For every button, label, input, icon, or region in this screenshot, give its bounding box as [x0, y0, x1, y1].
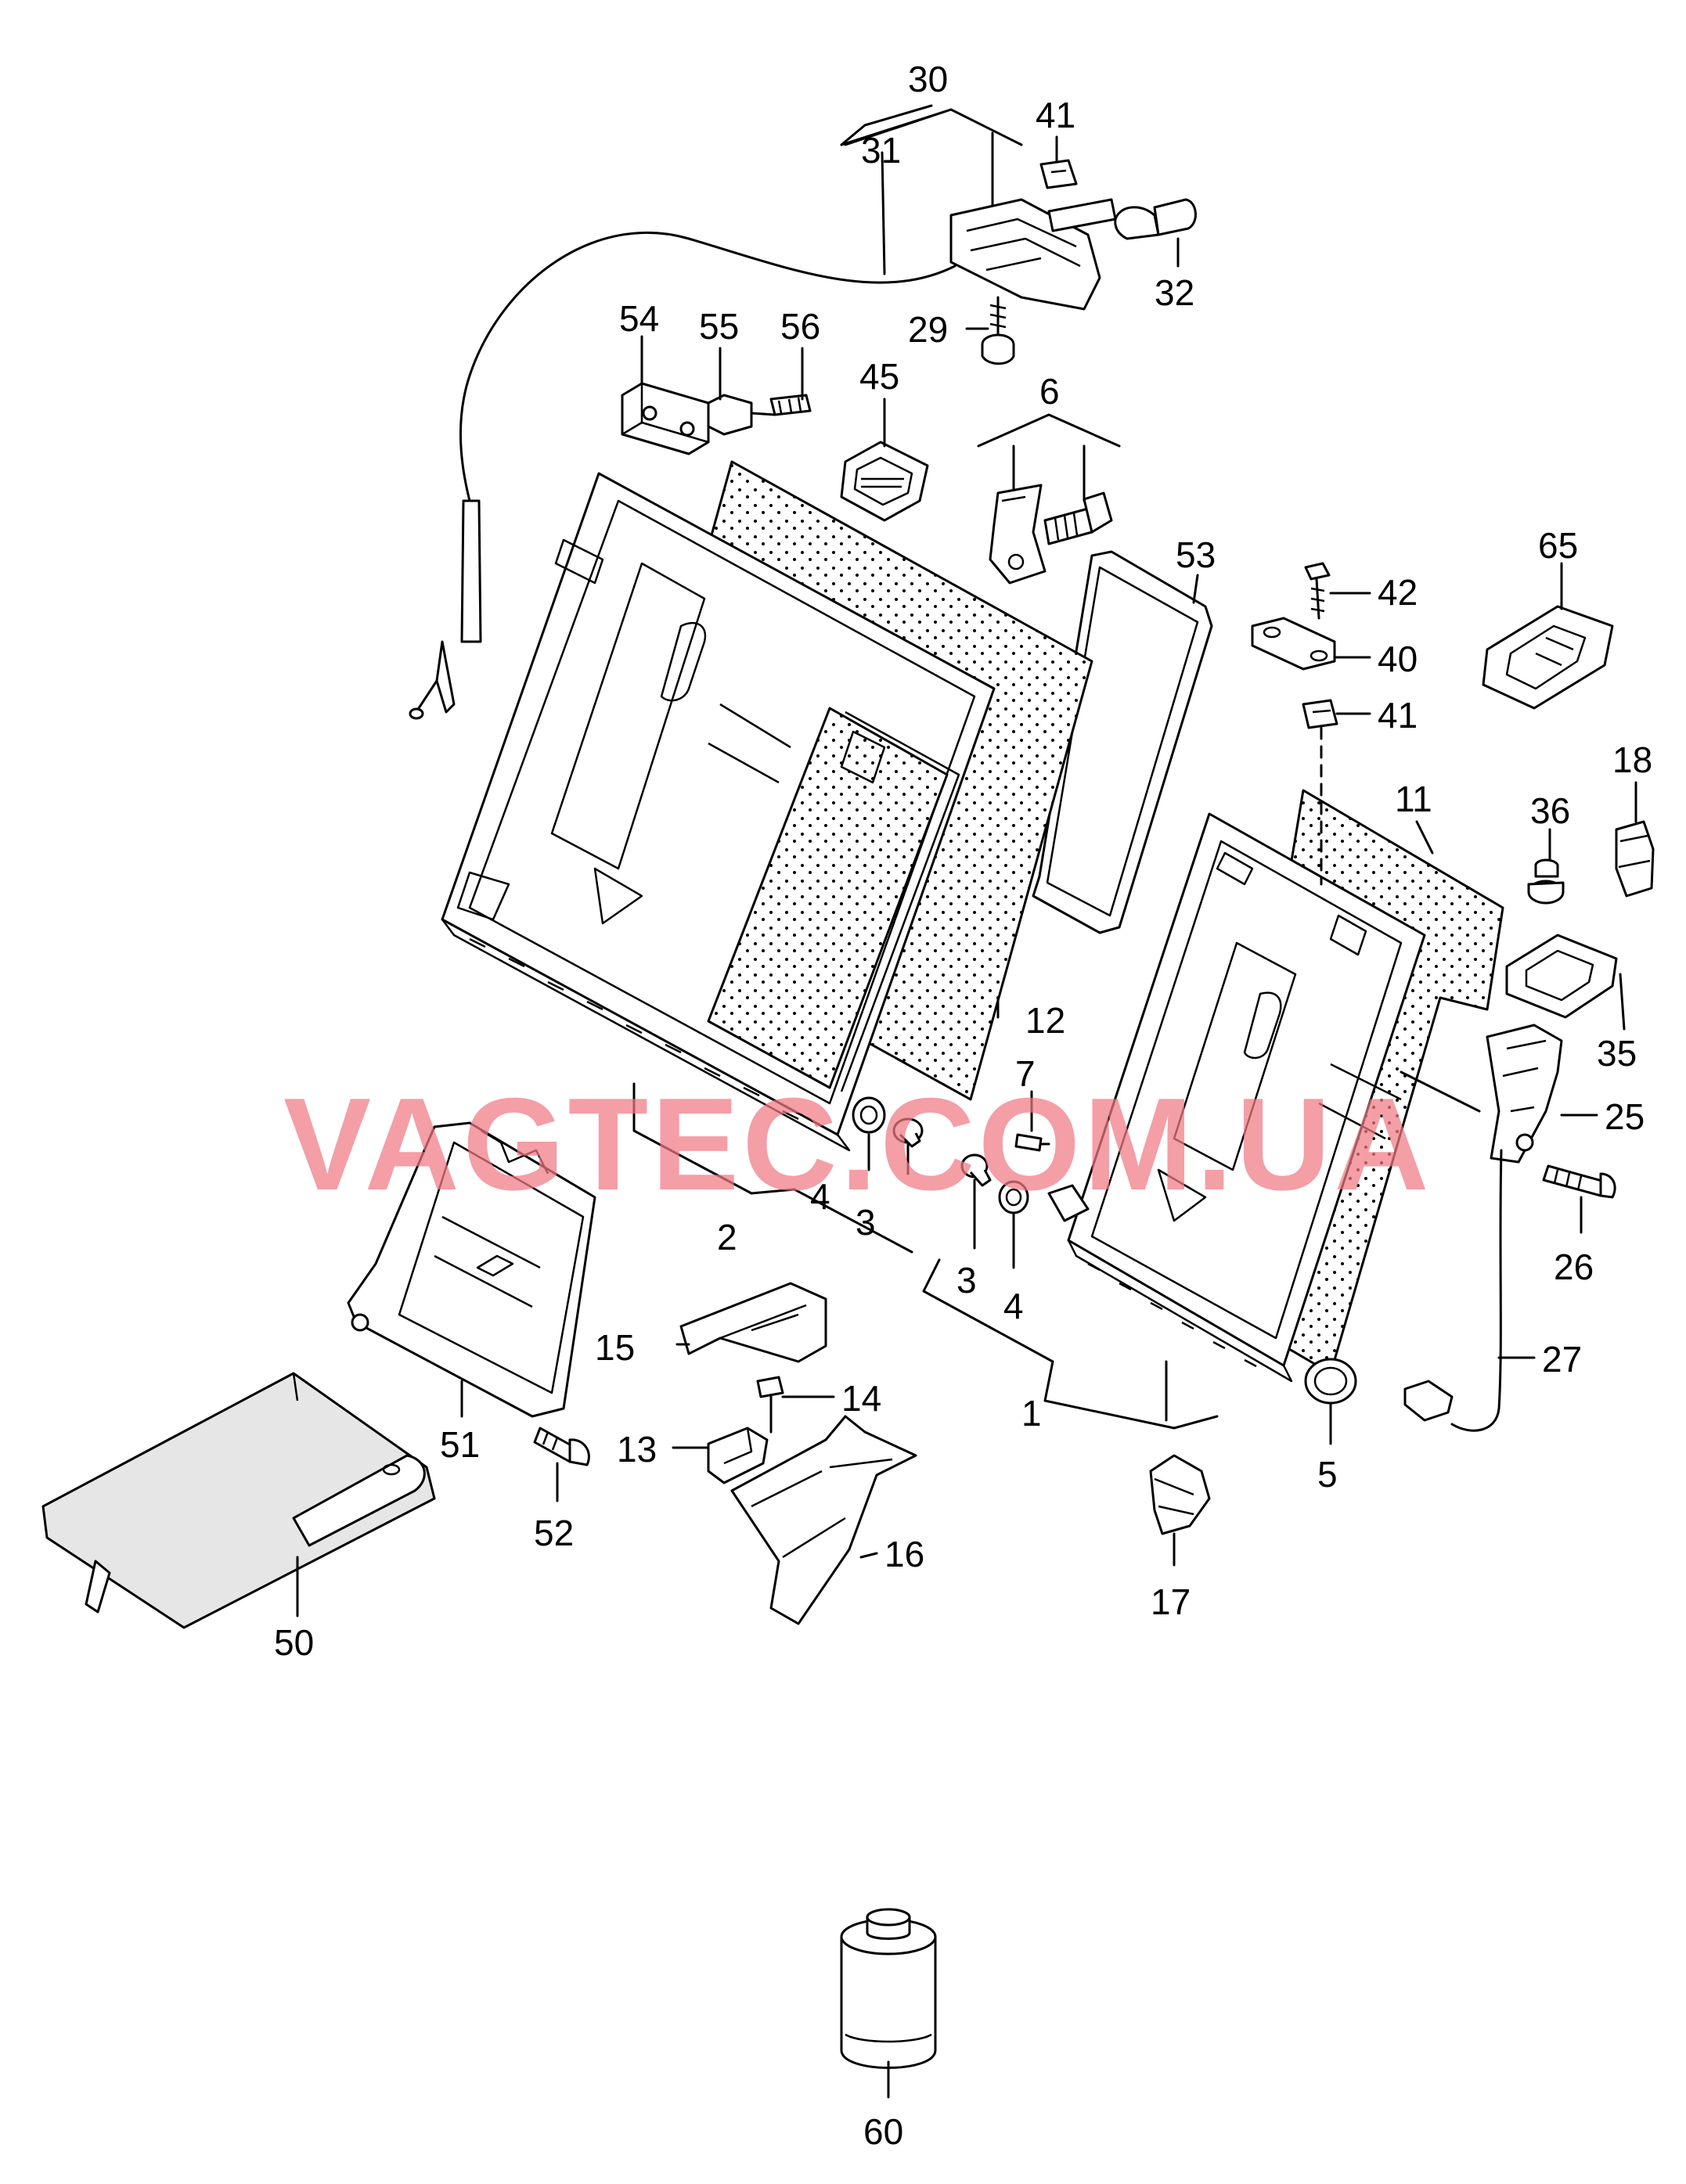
pin-36 — [1527, 858, 1565, 905]
leader-lines — [296, 104, 1637, 2099]
cap-18 — [1615, 820, 1655, 898]
bolt-55 — [707, 394, 776, 436]
trim-cover-54 — [621, 382, 710, 455]
latch-bezel-35 — [1505, 934, 1618, 1019]
callout-3-left: 3 — [856, 1202, 876, 1243]
clip-41-top — [1039, 159, 1078, 189]
callout-42: 42 — [1378, 572, 1418, 613]
cable-27 — [1403, 1149, 1503, 1432]
callout-12: 12 — [1025, 1000, 1065, 1041]
callout-45: 45 — [859, 356, 899, 397]
callout-14: 14 — [841, 1378, 881, 1419]
bracket-13 — [707, 1427, 769, 1484]
callout-4-right: 4 — [1003, 1286, 1024, 1326]
callout-1: 1 — [1021, 1393, 1042, 1434]
container-60 — [840, 1908, 937, 2069]
clip-41-right — [1302, 699, 1338, 886]
lock-25 — [1486, 1024, 1563, 1164]
callout-25: 25 — [1605, 1096, 1645, 1137]
callout-27: 27 — [1542, 1339, 1582, 1380]
screw-29 — [981, 296, 1015, 365]
bracket-6 — [989, 484, 1047, 585]
bolt-6 — [1043, 491, 1113, 545]
trim-15 — [679, 1282, 827, 1363]
pin-7 — [1014, 1133, 1050, 1152]
callout-31: 31 — [861, 130, 901, 171]
callout-29: 29 — [908, 309, 948, 350]
screw-42 — [1304, 562, 1331, 620]
callout-65: 65 — [1538, 525, 1578, 566]
cover-16 — [730, 1415, 917, 1625]
callout-5: 5 — [1317, 1454, 1338, 1495]
bushing-4-left — [852, 1096, 886, 1134]
callout-52: 52 — [534, 1513, 574, 1553]
armrest-frame-51 — [347, 1121, 596, 1418]
callout-7: 7 — [1015, 1053, 1036, 1094]
bracket-flange-right — [1047, 1184, 1090, 1222]
callout-16: 16 — [884, 1534, 924, 1574]
clamp-40 — [1251, 617, 1336, 671]
backrest-frame-right — [1067, 812, 1426, 1383]
backrest-frame-left — [441, 472, 996, 1152]
bolt-26 — [1542, 1164, 1616, 1199]
cap-45 — [840, 441, 929, 522]
callout-6: 6 — [1039, 371, 1060, 412]
clip-17 — [1149, 1454, 1211, 1535]
callout-17: 17 — [1151, 1581, 1191, 1622]
callout-2: 2 — [717, 1217, 737, 1258]
callout-4-left: 4 — [810, 1176, 830, 1217]
bolt-3-right — [960, 1153, 992, 1187]
callout-3-right: 3 — [956, 1260, 977, 1301]
release-handle-assembly — [409, 198, 1117, 720]
callout-11: 11 — [1395, 779, 1432, 819]
callout-55: 55 — [699, 306, 739, 347]
callout-36: 36 — [1530, 790, 1570, 831]
callout-18: 18 — [1612, 739, 1652, 780]
watermark-text: VAGTEC.COM.UA — [283, 1070, 1432, 1218]
screw-56 — [769, 394, 812, 416]
callout-56: 56 — [780, 306, 820, 347]
callout-53: 53 — [1176, 534, 1216, 575]
callout-51: 51 — [440, 1424, 480, 1465]
callout-54: 54 — [619, 298, 659, 339]
callout-41: 41 — [1036, 95, 1075, 135]
callout-50: 50 — [274, 1622, 314, 1663]
callout-30: 30 — [908, 59, 948, 99]
callout-15: 15 — [595, 1327, 635, 1368]
callout-60: 60 — [863, 2111, 903, 2152]
frame-seal-53 — [1032, 550, 1213, 934]
latch-cover-65 — [1482, 605, 1614, 710]
armrest-cushion-50 — [41, 1372, 436, 1629]
screw-14 — [756, 1376, 784, 1434]
callout-13: 13 — [617, 1429, 657, 1470]
callout-26: 26 — [1554, 1247, 1594, 1287]
callout-32: 32 — [1155, 272, 1194, 313]
bolt-3-left — [892, 1117, 924, 1148]
callout-41-right: 41 — [1378, 695, 1418, 736]
grommet-5 — [1304, 1358, 1357, 1405]
callout-40: 40 — [1378, 639, 1418, 679]
bolt-52 — [533, 1427, 590, 1466]
bushing-4-right — [998, 1180, 1029, 1214]
plug-32 — [1114, 198, 1197, 240]
callout-35: 35 — [1597, 1033, 1637, 1074]
callout-labels: 30 31 41 32 29 54 55 56 45 6 53 65 42 40… — [274, 59, 1652, 2152]
